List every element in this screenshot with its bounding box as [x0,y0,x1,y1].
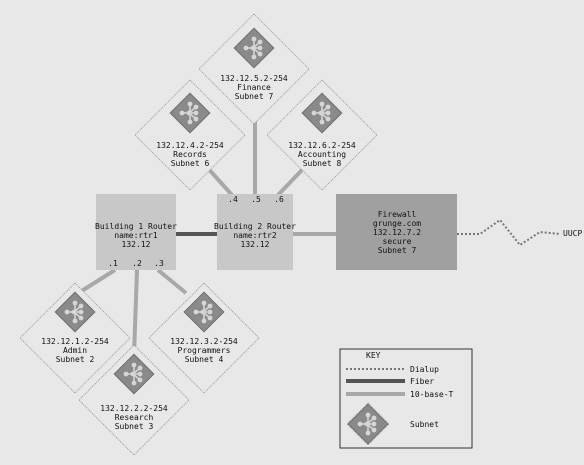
subnet-number: Subnet 6 [171,159,210,168]
subnet-range: 132.12.4.2-254 [156,141,224,150]
subnet-programmers[interactable]: 132.12.3.2-254 Programmers Subnet 4 [148,282,260,394]
building2-title: Building 2 Router [214,222,296,231]
subnet-range: 132.12.5.2-254 [220,74,288,83]
router-building2[interactable] [217,194,293,270]
building1-name: name:rtr1 [114,231,158,240]
subnet-name: Research [115,413,154,422]
firewall-ip: 132.12.7.2 [373,228,421,237]
subnet-diamond [266,79,378,191]
firewall-subnet: Subnet 7 [378,246,417,255]
firewall-title: Firewall [378,210,417,219]
subnet-name: Records [173,150,207,159]
uucp-label: UUCP [563,229,582,238]
subnet-range: 132.12.1.2-254 [41,337,109,346]
subnet-research[interactable]: 132.12.2.2-254 Research Subnet 3 [78,344,190,456]
port-label: .2 [132,259,142,268]
link-research [132,269,139,356]
legend-title: KEY [366,351,381,360]
firewall-host: grunge.com [373,219,421,228]
subnet-name: Admin [63,346,87,355]
port-label: .4 [228,195,238,204]
subnet-diamond [78,344,190,456]
subnet-range: 132.12.6.2-254 [288,141,356,150]
router-building1[interactable] [96,194,176,270]
subnet-range: 132.12.3.2-254 [170,337,238,346]
subnet-number: Subnet 3 [115,422,154,431]
subnet-name: Accounting [298,150,346,159]
subnet-diamond [148,282,260,394]
building1-ip: 132.12 [122,240,151,249]
subnet-diamond [19,282,131,394]
port-label: .3 [154,259,164,268]
subnet-range: 132.12.2.2-254 [100,404,168,413]
subnet-number: Subnet 4 [185,355,224,364]
subnet-diamond [134,79,246,191]
port-label: .5 [251,195,261,204]
subnet-finance[interactable]: 132.12.5.2-254 Finance Subnet 7 [198,13,310,125]
subnet-name: Finance [237,83,271,92]
building2-ip: 132.12 [241,240,270,249]
subnet-diamond [198,13,310,125]
port-label: .6 [274,195,284,204]
port-label: .1 [108,259,118,268]
subnet-accounting[interactable]: 132.12.6.2-254 Accounting Subnet 8 [266,79,378,191]
legend-dialup: Dialup [410,365,439,374]
link-programmers [156,268,188,295]
legend-subnet: Subnet [410,420,439,429]
link-admin [78,268,117,294]
legend: KEY Dialup Fiber 10-base-T Subnet [339,348,473,449]
legend-fiber: Fiber [410,377,434,386]
subnet-name: Programmers [178,346,231,355]
dialup-link [457,218,561,247]
link-accounting [276,168,304,197]
subnet-number: Subnet 7 [235,92,274,101]
subnet-records[interactable]: 132.12.4.2-254 Records Subnet 6 [134,79,246,191]
subnet-admin[interactable]: 132.12.1.2-254 Admin Subnet 2 [19,282,131,394]
subnet-number: Subnet 2 [56,355,95,364]
firewall-zone: secure [383,237,412,246]
building2-name: name:rtr2 [233,231,277,240]
legend-tenbase: 10-base-T [410,390,454,399]
building1-title: Building 1 Router [95,222,177,231]
firewall-box[interactable] [336,194,457,270]
subnet-number: Subnet 8 [303,159,342,168]
